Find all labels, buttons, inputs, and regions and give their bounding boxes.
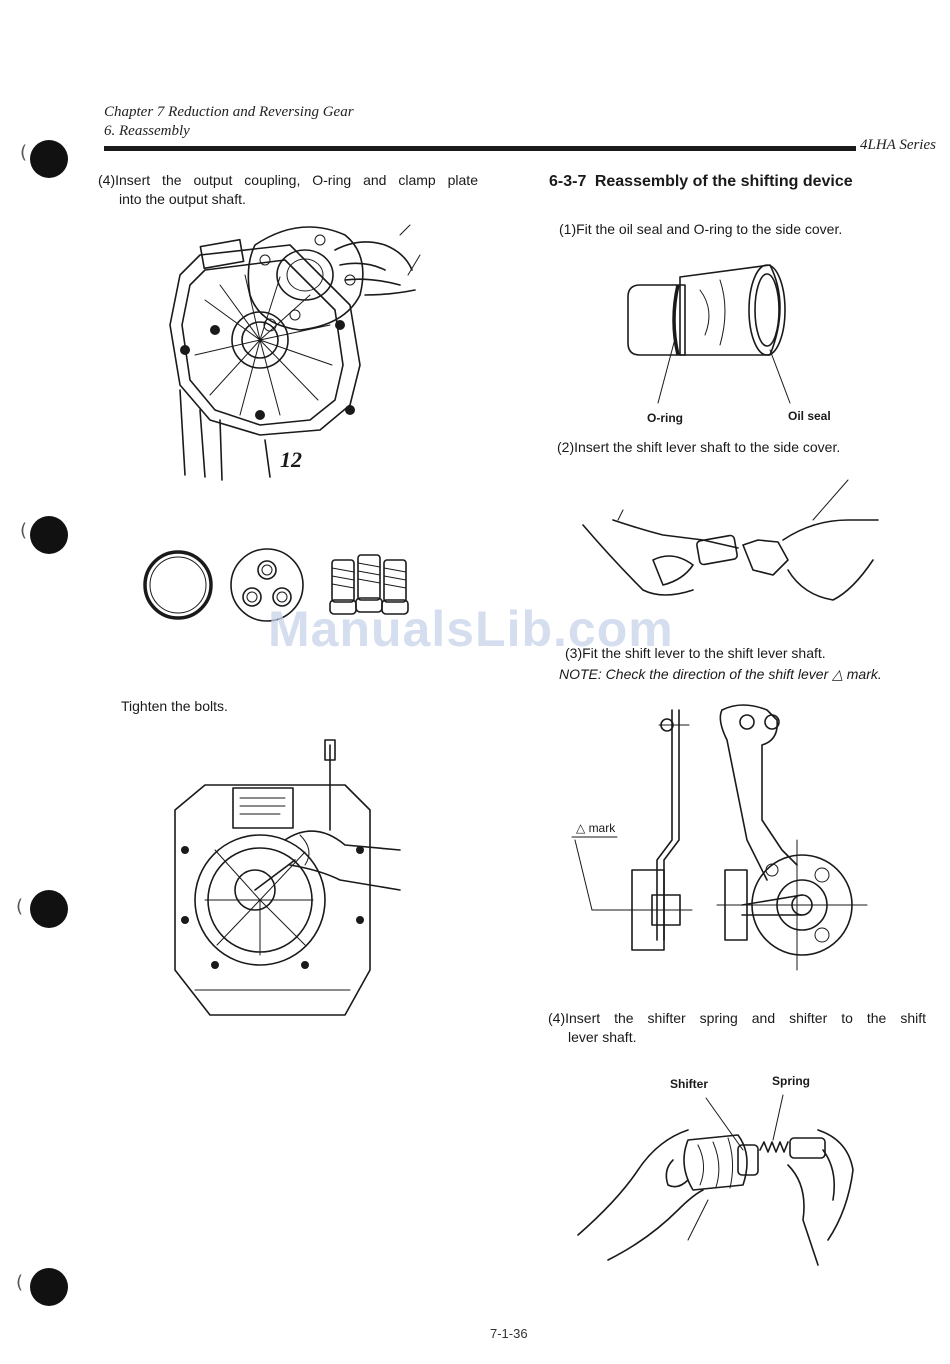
hand: [334, 224, 421, 296]
section-heading: 6-3-7 Reassembly of the shifting device: [549, 173, 853, 191]
header-rule: [104, 146, 856, 151]
hands-holding: [577, 1129, 854, 1266]
wrench-and-hand: [254, 830, 401, 891]
o-ring-part: [143, 550, 213, 620]
shifter-label: Shifter: [670, 1077, 709, 1091]
oil-seal-label: Oil seal: [788, 409, 831, 423]
binder-hole-1: [30, 140, 68, 178]
left-step-4: (4) Insert the output coupling, O-ring a…: [98, 171, 478, 209]
figure-tighten-bolts: [174, 739, 401, 1016]
left-step-4-number: (4): [98, 172, 116, 188]
clamp-plate-part: [230, 548, 304, 622]
spring-label: Spring: [772, 1074, 810, 1088]
binder-mark-1: (: [20, 142, 28, 163]
right-step-4-line-1: (4)Insert the shifter spring and shifter…: [548, 1010, 926, 1026]
right-step-4-line-2: lever shaft.: [568, 1029, 637, 1045]
binder-mark-3: (: [16, 896, 24, 917]
o-ring-label: O-ring: [647, 411, 683, 425]
page-number: 7-1-36: [490, 1326, 528, 1341]
lever-side-view: [626, 709, 693, 951]
right-step-3: (3)Fit the shift lever to the shift leve…: [565, 645, 826, 661]
svg-text:12: 12: [280, 447, 302, 472]
hands-with-parts: [582, 479, 879, 601]
gearbox-front-view: [174, 739, 371, 1016]
figure-side-cover: [627, 264, 791, 404]
binder-hole-2: [30, 516, 68, 554]
shifter-part: [683, 1134, 759, 1191]
mark-leader: [571, 836, 638, 911]
left-step-4-text-cont: into the output shaft.: [119, 191, 246, 207]
shift-lever-note: NOTE: Check the direction of the shift l…: [559, 666, 882, 682]
output-coupling: [247, 226, 364, 331]
right-step-4: (4)Insert the shifter spring and shifter…: [548, 1009, 926, 1047]
figure-output-coupling: 12: [169, 224, 421, 481]
figure-shifter-spring: [577, 1094, 854, 1266]
section-heading-number: 6-3-7: [549, 173, 587, 190]
chapter-title: Chapter 7 Reduction and Reversing Gear: [104, 104, 354, 120]
right-step-2: (2)Insert the shift lever shaft to the s…: [557, 439, 841, 455]
leader-lines: [657, 334, 791, 404]
lever-front-view: [716, 704, 868, 971]
figure-parts: [143, 548, 409, 622]
figure-shift-lever-mark: [571, 704, 868, 971]
right-step-1: (1)Fit the oil seal and O-ring to the si…: [559, 221, 843, 237]
section-heading-text: Reassembly of the shifting device: [594, 173, 853, 190]
left-step-4-text: Insert the output coupling, O-ring and c…: [115, 172, 478, 188]
mark-label: △ mark: [576, 821, 616, 835]
gearbox-housing: 12: [169, 238, 361, 481]
spring-part: [759, 1137, 826, 1159]
binder-mark-2: (: [20, 520, 28, 541]
binder-hole-4: [30, 1268, 68, 1306]
watermark: ManualsLib.com: [268, 601, 674, 657]
series-label: 4LHA Series: [860, 137, 936, 153]
section-title: 6. Reassembly: [104, 123, 190, 139]
tighten-bolts-text: Tighten the bolts.: [121, 698, 228, 714]
bolts-part: [329, 554, 409, 615]
leader-lines-shifter: [705, 1094, 784, 1151]
side-cover-body: [627, 264, 786, 356]
binder-mark-4: (: [16, 1272, 24, 1293]
figure-shift-lever-shaft: [582, 479, 879, 601]
binder-hole-3: [30, 890, 68, 928]
